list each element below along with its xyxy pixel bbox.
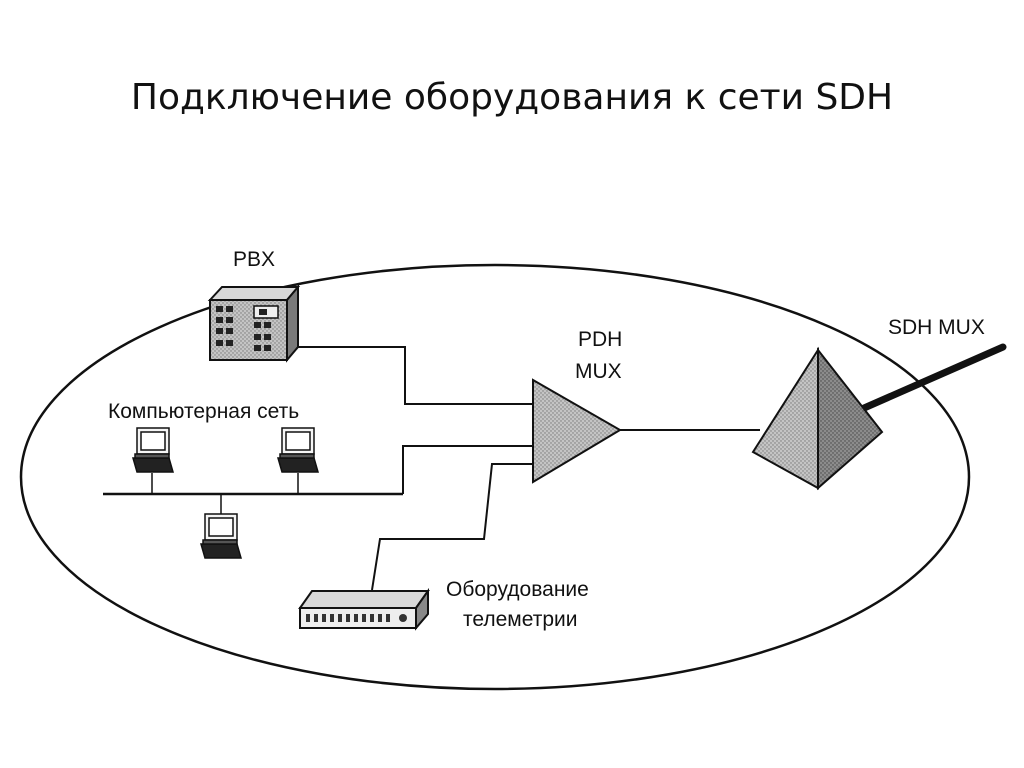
computer-icon bbox=[132, 427, 174, 473]
sdh-mux-pyramid-icon bbox=[751, 346, 884, 491]
telemetry-label-line1: Оборудование bbox=[446, 578, 589, 601]
pbx-to-pdh-line bbox=[298, 346, 533, 405]
pbx-label: PBX bbox=[233, 248, 275, 271]
pbx-icon bbox=[207, 284, 301, 363]
lan-to-pdh-line bbox=[402, 445, 533, 494]
sdh-uplink-line bbox=[851, 343, 1007, 416]
page-title: Подключение оборудования к сети SDH bbox=[130, 77, 894, 118]
computer-icon bbox=[277, 427, 319, 473]
pdh-mux-label-line2: MUX bbox=[575, 360, 622, 383]
pdh-mux-icon bbox=[532, 378, 622, 484]
telemetry-device-icon bbox=[298, 587, 430, 631]
network-boundary-ellipse bbox=[19, 263, 971, 691]
telemetry-label-line2: телеметрии bbox=[463, 608, 577, 631]
computer-network-label: Компьютерная сеть bbox=[108, 400, 299, 423]
sdh-mux-label: SDH MUX bbox=[888, 316, 985, 339]
computer-icon bbox=[200, 513, 242, 559]
connection-lines bbox=[298, 346, 760, 591]
telemetry-to-pdh-line bbox=[371, 463, 533, 591]
pdh-mux-label-line1: PDH bbox=[578, 328, 622, 351]
